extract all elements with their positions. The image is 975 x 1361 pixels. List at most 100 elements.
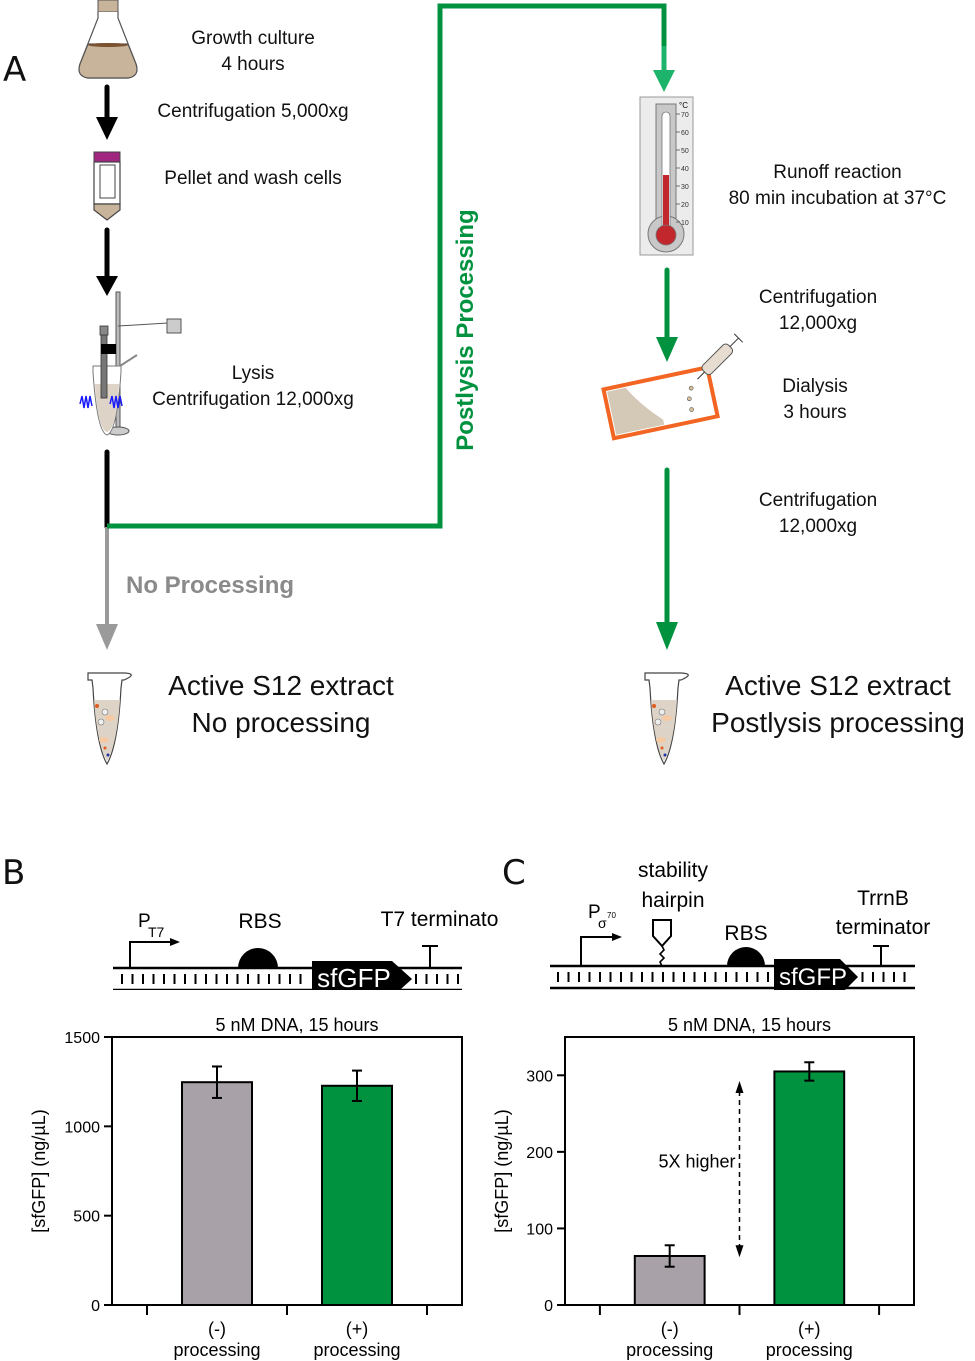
- outcome-no-processing: Active S12 extract No processing: [145, 667, 417, 741]
- arrow-down-icon: [656, 267, 678, 362]
- chart-title: 5 nM DNA, 15 hours: [215, 1015, 378, 1035]
- y-tick-label: 500: [73, 1209, 100, 1226]
- step-text: 80 min incubation at 37°C: [728, 188, 947, 209]
- step-dialysis-label: Dialysis 3 hours: [745, 374, 885, 426]
- step-text: 12,000xg: [778, 313, 858, 334]
- x-tick-label: processing: [313, 1340, 400, 1360]
- postlysis-path-line: [107, 3, 667, 529]
- plot-frame: [111, 1036, 463, 1306]
- outcome-text: Active S12 extract: [168, 670, 394, 701]
- promoter-arrow-icon: [580, 933, 622, 966]
- step-centrifuge2-label: Centrifugation 12,000xg: [738, 285, 898, 337]
- arrow-down-icon: [653, 70, 675, 92]
- arrow-down-icon: [735, 1245, 744, 1258]
- outcome-text: No processing: [191, 707, 371, 738]
- terminator-label: T7 terminator: [381, 908, 500, 931]
- x-tick-label: processing: [626, 1340, 713, 1360]
- construct-diagram-c: P σ 70 stability hairpin RBS sfGFP TrrnB…: [550, 860, 931, 990]
- step-text: 12,000xg: [778, 516, 858, 537]
- step-text: Growth culture: [191, 28, 315, 49]
- step-pellet-label: Pellet and wash cells: [164, 168, 342, 189]
- y-tick-label: 1000: [64, 1119, 100, 1136]
- gene-label: sfGFP: [317, 963, 391, 990]
- arrow-down-icon: [656, 467, 678, 650]
- y-tick-label: 200: [526, 1145, 553, 1162]
- thermometer-tick-label: 20: [681, 202, 689, 209]
- step-text: Dialysis: [782, 376, 848, 397]
- flask-icon: [78, 0, 138, 79]
- x-tick-label: processing: [766, 1340, 853, 1360]
- microtube-icon: [87, 672, 132, 766]
- hairpin-icon: [652, 919, 672, 967]
- thermometer-tick-label: 30: [681, 184, 689, 191]
- construct-diagram-b: P T7 RBS sfGFP T7 terminator: [113, 908, 500, 990]
- outcome-text: Postlysis processing: [711, 707, 965, 738]
- thermometer-unit: °C: [679, 101, 688, 110]
- terminator-icon: [873, 945, 889, 966]
- thermometer-tick-label: 10: [681, 220, 689, 227]
- step-text: Centrifugation: [758, 490, 878, 511]
- hairpin-label-line1: stability: [638, 860, 709, 882]
- arrow-down-icon: [96, 84, 118, 140]
- sonicator-icon: [79, 291, 182, 436]
- bar-chart-c: 5 nM DNA, 15 hours 0 100 200 300 [sfGFP] (ng/…: [492, 1015, 915, 1360]
- promoter-superscript: 70: [607, 911, 616, 920]
- step-runoff-label: Runoff reaction 80 min incubation at 37°…: [710, 160, 965, 212]
- x-tick-label: (-): [661, 1319, 679, 1339]
- centrifuge-tube-icon: [93, 151, 121, 221]
- panel-label-c: C: [502, 853, 526, 893]
- gene-sfgfp-icon: [774, 959, 858, 990]
- x-tick-label: processing: [173, 1340, 260, 1360]
- syringe-icon: [697, 333, 744, 380]
- step-growth-label: Growth culture 4 hours: [153, 26, 353, 78]
- rbs-label: RBS: [724, 922, 767, 945]
- step-text: Runoff reaction: [773, 162, 902, 183]
- arrow-down-icon: [96, 527, 118, 650]
- promoter-subscript: T7: [148, 924, 165, 940]
- gene-sfgfp-icon: [312, 961, 412, 990]
- hairpin-label-line2: hairpin: [641, 889, 704, 912]
- step-text: Centrifugation 12,000xg: [152, 389, 354, 410]
- no-processing-label: No Processing: [126, 572, 295, 599]
- rbs-label: RBS: [238, 910, 281, 933]
- outcome-text: Active S12 extract: [725, 670, 951, 701]
- step-lysis-label: Lysis Centrifugation 12,000xg: [133, 361, 373, 413]
- step-centrifuge-label: Centrifugation 5,000xg: [157, 101, 349, 122]
- promoter-label: P: [138, 911, 151, 932]
- chart-title: 5 nM DNA, 15 hours: [668, 1015, 831, 1035]
- y-tick-label: 0: [91, 1298, 100, 1315]
- terminator-label-line1: TrrnB: [857, 887, 909, 910]
- annotation-label: 5X higher: [658, 1151, 735, 1171]
- y-tick-label: 300: [526, 1068, 553, 1085]
- bar: [773, 1070, 846, 1307]
- gene-label: sfGFP: [779, 964, 847, 990]
- panel-label-a: A: [3, 50, 27, 90]
- promoter-subscript: σ: [598, 915, 607, 931]
- x-tick-label: (+): [798, 1319, 821, 1339]
- y-axis-label: [sfGFP] (ng/µL): [492, 1109, 512, 1232]
- arrow-up-icon: [735, 1080, 744, 1093]
- x-tick-label: (+): [346, 1319, 369, 1339]
- postlysis-processing-label: Postlysis Processing: [452, 209, 479, 451]
- plot-frame: [564, 1036, 915, 1306]
- step-text: Lysis: [231, 363, 275, 384]
- y-tick-label: 0: [544, 1298, 553, 1315]
- terminator-icon: [422, 945, 438, 968]
- step-text: 3 hours: [783, 402, 847, 423]
- promoter-label: P: [588, 902, 601, 923]
- arrow-down-icon: [96, 227, 118, 296]
- y-tick-label: 1500: [64, 1030, 100, 1047]
- bar: [181, 1081, 253, 1306]
- dialysis-cassette-icon: [601, 364, 720, 441]
- terminator-label-line2: terminator: [836, 916, 931, 939]
- bar-chart-b: 5 nM DNA, 15 hours 0 500 1000 1500 [sfGFP] (n…: [29, 1015, 463, 1360]
- thermometer-tick-label: 60: [681, 130, 689, 137]
- y-tick-label: 100: [526, 1221, 553, 1238]
- panel-label-b: B: [2, 853, 26, 893]
- y-axis-label: [sfGFP] (ng/µL): [29, 1109, 49, 1232]
- microtube-icon: [644, 672, 689, 766]
- step-text: Centrifugation: [758, 287, 878, 308]
- bar: [321, 1084, 393, 1306]
